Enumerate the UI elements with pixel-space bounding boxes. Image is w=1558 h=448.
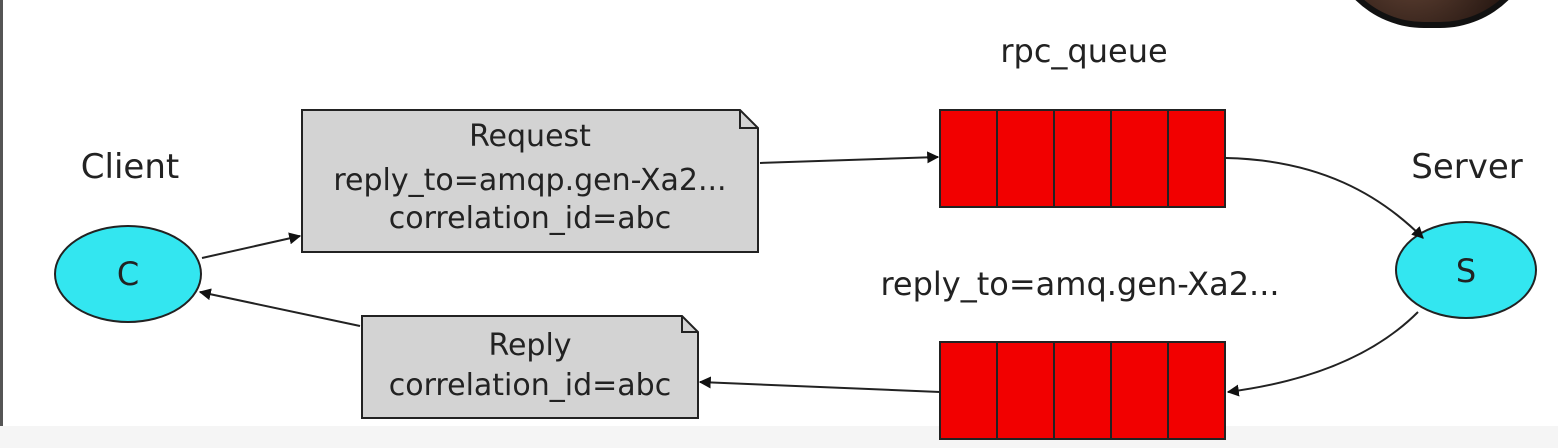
server-node-label: S xyxy=(1456,252,1476,290)
client-title: Client xyxy=(81,147,179,187)
reply-note-line-1: Reply xyxy=(488,328,571,363)
reply-note-line-2: correlation_id=abc xyxy=(389,368,671,403)
request-note-line-1: Request xyxy=(469,119,591,154)
request-to-queue-edge xyxy=(759,151,940,164)
request-note-fold xyxy=(739,110,758,129)
request-queue-cell xyxy=(1167,109,1226,208)
reply-note xyxy=(361,315,699,419)
request-note-line-2: reply_to=amqp.gen-Xa2... xyxy=(333,163,726,198)
reply-queue-cell xyxy=(1053,341,1112,440)
reply-queue-cell xyxy=(939,341,998,440)
request-queue-cell xyxy=(996,109,1055,208)
server-title: Server xyxy=(1411,147,1523,187)
request-queue-cell xyxy=(939,109,998,208)
client-to-request-edge xyxy=(201,232,302,259)
left-border xyxy=(0,0,3,448)
reply-queue-title: reply_to=amq.gen-Xa2... xyxy=(880,265,1279,303)
reply-queue xyxy=(939,341,1226,440)
request-queue xyxy=(939,109,1226,208)
request-queue-title: rpc_queue xyxy=(1000,32,1167,70)
queue-to-server-edge xyxy=(1225,157,1424,239)
client-node-label: C xyxy=(117,255,139,293)
reply-note-to-client-edge xyxy=(198,288,361,327)
reply-note-fold xyxy=(681,316,698,333)
server-to-reply-queue-edge xyxy=(1226,311,1419,397)
request-note xyxy=(301,109,759,253)
reply-queue-cell xyxy=(1110,341,1169,440)
request-note-line-3: correlation_id=abc xyxy=(389,201,671,236)
request-queue-cell xyxy=(1053,109,1112,208)
server-node xyxy=(1395,221,1537,319)
request-queue-cell xyxy=(1110,109,1169,208)
reply-queue-cell xyxy=(996,341,1055,440)
reply-queue-to-note-edge xyxy=(698,376,941,393)
reply-queue-cell xyxy=(1167,341,1226,440)
client-node xyxy=(54,225,202,323)
